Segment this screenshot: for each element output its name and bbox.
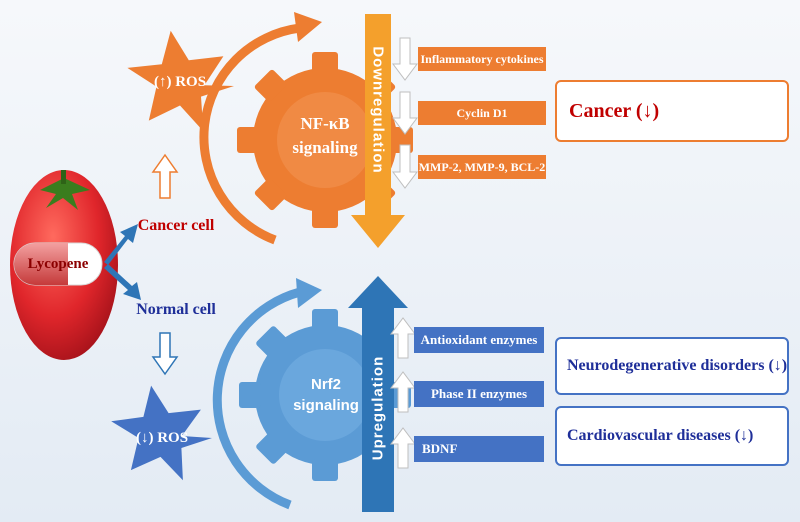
nrf2-rotation-arrow	[212, 278, 322, 510]
target-inflammatory-cytokines: Inflammatory cytokines	[418, 47, 546, 71]
outcome-cancer-text: Cancer (↓)	[569, 99, 660, 122]
target-mmp-bcl2: MMP-2, MMP-9, BCL-2	[418, 155, 546, 179]
capsule-icon	[13, 242, 103, 286]
lycopene-label: Lycopene	[27, 255, 89, 272]
upregulation-arrow	[348, 276, 408, 512]
outcome-cardiovascular: Cardiovascular diseases (↓)	[555, 406, 789, 466]
branch-arrows	[104, 224, 141, 300]
target-arrows-up	[390, 317, 416, 469]
outcome-cancer: Cancer (↓)	[555, 80, 789, 142]
nrf2-signaling-label: Nrf2 signaling	[293, 376, 359, 414]
downregulation-arrow	[351, 14, 405, 248]
upregulation-label: Upregulation	[369, 355, 387, 461]
normal-cell-label: Normal cell	[136, 301, 216, 318]
hollow-arrow-down	[151, 332, 179, 376]
ros-down-label: (↓) ROS	[135, 429, 189, 446]
target-antioxidant-enzymes: Antioxidant enzymes	[414, 327, 544, 353]
target-phase-ii-enzymes: Phase II enzymes	[414, 381, 544, 407]
hollow-arrow-up	[151, 153, 179, 199]
nfkb-signaling-label: NF-κB signaling	[292, 114, 358, 157]
ros-up-label: (↑) ROS	[153, 73, 207, 90]
outcome-neurodegenerative: Neurodegenerative disorders (↓)	[555, 337, 789, 395]
target-bdnf: BDNF	[414, 436, 544, 462]
outcome-cardiovascular-text: Cardiovascular diseases (↓)	[567, 427, 754, 444]
downregulation-label: Downregulation	[369, 46, 387, 174]
nfkb-rotation-arrow	[199, 12, 322, 245]
ros-down-burst	[111, 385, 212, 481]
target-cyclin-d1: Cyclin D1	[418, 101, 546, 125]
ros-up-burst	[127, 30, 234, 132]
target-arrows-down	[392, 37, 418, 189]
cancer-cell-label: Cancer cell	[137, 217, 215, 234]
outcome-neurodegenerative-text: Neurodegenerative disorders (↓)	[567, 357, 788, 374]
